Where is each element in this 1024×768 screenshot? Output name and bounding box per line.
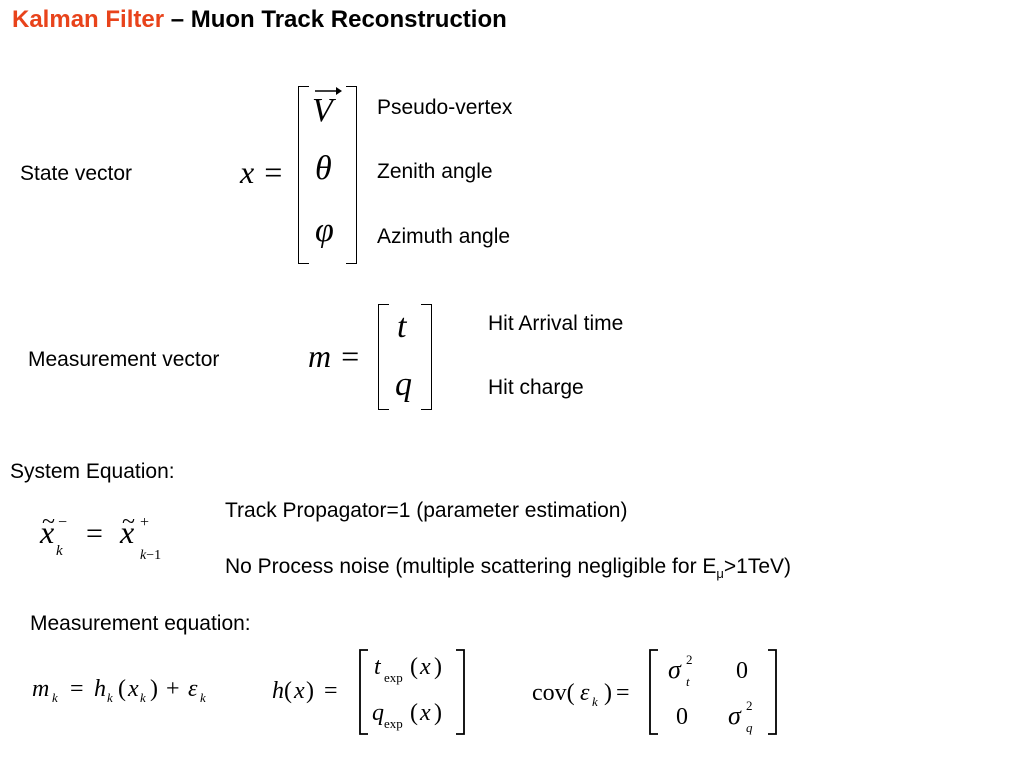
svg-text:): ) xyxy=(150,676,158,702)
svg-text:0: 0 xyxy=(736,658,748,684)
state-component-v: V xyxy=(312,92,333,129)
svg-text:): ) xyxy=(306,678,314,704)
state-vector-label: State vector xyxy=(20,162,133,185)
svg-text:q: q xyxy=(372,700,384,726)
svg-text:q: q xyxy=(746,720,753,735)
svg-text:x: x xyxy=(39,514,54,550)
svg-text:~: ~ xyxy=(122,509,135,535)
svg-text:−: − xyxy=(58,514,67,531)
svg-text:0: 0 xyxy=(676,704,688,730)
measurement-bracket-right xyxy=(421,304,432,410)
svg-text:): ) xyxy=(604,680,612,706)
svg-text:ε: ε xyxy=(580,680,590,706)
svg-text:x: x xyxy=(119,514,134,550)
svg-text:k: k xyxy=(56,543,63,559)
system-equation-heading: System Equation: xyxy=(10,460,175,483)
svg-text:~: ~ xyxy=(42,509,55,535)
svg-text:exp: exp xyxy=(384,670,403,685)
svg-text:(: ( xyxy=(284,678,292,704)
page-title: Kalman Filter – Muon Track Reconstructio… xyxy=(12,6,507,34)
svg-text:=: = xyxy=(70,676,84,702)
zenith-angle-label: Zenith angle xyxy=(377,160,493,183)
state-bracket-right xyxy=(346,86,357,264)
svg-text:m: m xyxy=(32,676,49,702)
measurement-equation-heading: Measurement equation: xyxy=(30,612,251,635)
svg-text:h: h xyxy=(94,676,106,702)
svg-text:x: x xyxy=(127,676,139,702)
svg-text:t: t xyxy=(686,674,690,689)
svg-text:x: x xyxy=(419,654,431,680)
measurement-component-t: t xyxy=(397,308,407,345)
svg-text:=: = xyxy=(616,680,630,706)
svg-text:k: k xyxy=(200,690,206,705)
title-rest: – Muon Track Reconstruction xyxy=(164,6,507,33)
hit-charge-label: Hit charge xyxy=(488,376,584,399)
process-noise-note-tail: >1TeV) xyxy=(723,555,792,578)
energy-subscript: μ xyxy=(716,566,724,582)
svg-text:+: + xyxy=(140,514,149,531)
svg-text:): ) xyxy=(434,654,442,680)
process-noise-note-text: No Process noise (multiple scattering ne… xyxy=(225,555,717,578)
azimuth-angle-label: Azimuth angle xyxy=(377,225,511,248)
svg-text:σ: σ xyxy=(728,701,742,730)
measurement-vector-lhs: m = xyxy=(308,338,361,374)
svg-text:k: k xyxy=(140,690,146,705)
process-noise-note: No Process noise (multiple scattering ne… xyxy=(225,555,792,582)
svg-text:2: 2 xyxy=(686,652,693,667)
measurement-bracket-left xyxy=(378,304,389,410)
title-highlight: Kalman Filter xyxy=(12,6,165,33)
svg-text:): ) xyxy=(434,700,442,726)
hit-arrival-time-label: Hit Arrival time xyxy=(488,312,624,335)
svg-text:k: k xyxy=(592,694,598,709)
svg-text:x: x xyxy=(293,678,305,704)
pseudo-vertex-label: Pseudo-vertex xyxy=(377,96,513,119)
svg-text:(: ( xyxy=(410,700,418,726)
svg-text:k: k xyxy=(107,690,113,705)
svg-text:cov(: cov( xyxy=(532,680,575,706)
svg-text:t: t xyxy=(374,654,382,680)
svg-text:ε: ε xyxy=(188,676,198,702)
svg-text:exp: exp xyxy=(384,716,403,731)
state-component-theta: θ xyxy=(315,150,332,187)
measurement-vector-label: Measurement vector xyxy=(28,348,220,371)
svg-text:σ: σ xyxy=(668,655,682,684)
state-bracket-left xyxy=(298,86,309,264)
svg-text:(: ( xyxy=(410,654,418,680)
measurement-equation-formula: m k = h k ( x k ) + ε k xyxy=(32,676,206,705)
svg-text:k−1: k−1 xyxy=(140,548,161,563)
svg-text:x: x xyxy=(419,700,431,726)
svg-text:h: h xyxy=(272,678,284,704)
measurement-component-q: q xyxy=(395,366,412,403)
svg-text:k: k xyxy=(52,690,58,705)
svg-text:+: + xyxy=(166,676,180,702)
covariance-matrix: cov( ε k ) = σ 2 t 0 0 σ 2 q xyxy=(532,649,777,735)
state-vector-lhs: x = xyxy=(240,154,284,190)
track-propagator-note: Track Propagator=1 (parameter estimation… xyxy=(225,499,628,522)
svg-text:=: = xyxy=(324,678,338,704)
h-function-matrix: h ( x ) = t exp ( x ) q exp ( x ) xyxy=(272,649,465,735)
svg-text:(: ( xyxy=(118,676,126,702)
system-equation-formula: x ~ − k = x ~ + k−1 xyxy=(39,509,161,563)
state-component-phi: φ xyxy=(315,212,334,249)
svg-text:2: 2 xyxy=(746,698,753,713)
svg-text:=: = xyxy=(86,517,103,550)
vector-arrow-icon xyxy=(315,87,342,95)
